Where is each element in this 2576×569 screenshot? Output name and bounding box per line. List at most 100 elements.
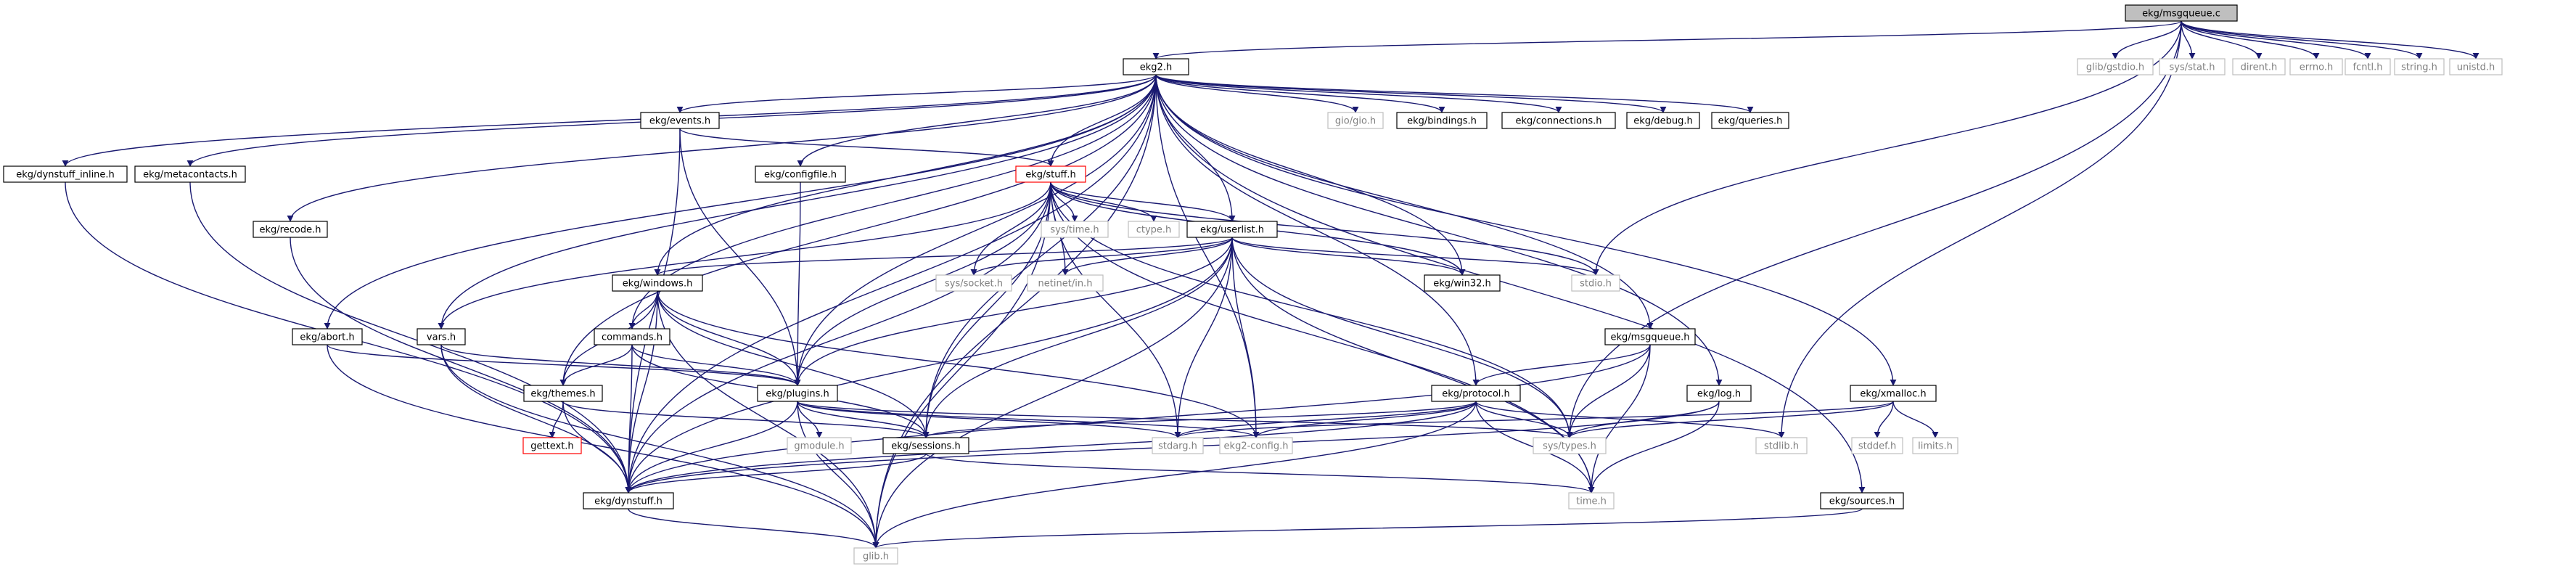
- node-label-sessions: ekg/sessions.h: [891, 441, 960, 452]
- node-gmodule: gmodule.h: [787, 437, 852, 454]
- edge-root-to-glib_gstdio: [2112, 20, 2182, 60]
- node-label-log: ekg/log.h: [1697, 389, 1741, 400]
- node-label-protocol: ekg/protocol.h: [1442, 389, 1510, 400]
- node-configfile[interactable]: ekg/configfile.h: [755, 165, 846, 183]
- edge-ekg2-to-win32: [1155, 74, 1466, 276]
- node-ekg2[interactable]: ekg2.h: [1123, 58, 1189, 75]
- node-userlist[interactable]: ekg/userlist.h: [1186, 221, 1278, 238]
- node-abort[interactable]: ekg/abort.h: [292, 328, 363, 345]
- edge-events-to-dynstuff: [625, 128, 681, 494]
- edge-root-to-ekg2: [1152, 20, 2182, 60]
- node-label-glib: glib.h: [863, 552, 889, 562]
- edge-stuff-to-stdarg: [1050, 181, 1181, 438]
- edge-ekg2-to-userlist: [1155, 74, 1236, 222]
- node-xmalloc[interactable]: ekg/xmalloc.h: [1850, 385, 1937, 402]
- node-label-root: ekg/msgqueue.c: [2142, 9, 2220, 20]
- node-label-sources: ekg/sources.h: [1829, 496, 1895, 507]
- node-stuff: ekg/stuff.h: [1015, 165, 1086, 183]
- edge-windows-to-plugins: [657, 290, 801, 386]
- edge-ekg2-to-ekg2_config: [1155, 74, 1260, 438]
- node-dirent: dirent.h: [2232, 58, 2286, 75]
- node-label-string: string.h: [2401, 62, 2437, 73]
- node-sessions[interactable]: ekg/sessions.h: [882, 437, 969, 454]
- node-queries[interactable]: ekg/queries.h: [1711, 112, 1789, 129]
- edge-root-to-errno: [2181, 20, 2320, 60]
- edge-ekg2-to-windows: [654, 74, 1157, 276]
- node-unistd: unistd.h: [2449, 58, 2503, 75]
- edge-ekg2-to-sources: [1155, 74, 1866, 494]
- edge-ekg2-to-xmalloc: [1155, 74, 1897, 386]
- edge-ekg2-to-configfile: [797, 74, 1157, 167]
- edge-vars-to-plugins: [440, 344, 801, 386]
- edge-userlist-to-windows: [654, 237, 1233, 276]
- node-ctype: ctype.h: [1128, 221, 1180, 238]
- edge-userlist-to-dynstuff: [625, 237, 1233, 494]
- node-stdlib: stdlib.h: [1755, 437, 1808, 454]
- edge-commands-to-themes: [559, 344, 633, 386]
- edge-userlist-to-netinet_in: [1062, 237, 1233, 276]
- node-metacontacts[interactable]: ekg/metacontacts.h: [134, 165, 246, 183]
- node-label-sys-socket: sys/socket.h: [945, 279, 1003, 290]
- node-themes[interactable]: ekg/themes.h: [523, 385, 603, 402]
- node-label-ctype: ctype.h: [1136, 225, 1172, 236]
- node-debug[interactable]: ekg/debug.h: [1626, 112, 1700, 129]
- edge-ekg2-to-themes: [559, 74, 1157, 386]
- node-dynstuff-inline[interactable]: ekg/dynstuff_inline.h: [3, 165, 128, 183]
- edge-userlist-to-win32: [1231, 237, 1466, 276]
- node-label-metacontacts: ekg/metacontacts.h: [143, 170, 237, 181]
- edge-protocol-to-stdlib: [1475, 401, 1785, 438]
- node-protocol[interactable]: ekg/protocol.h: [1431, 385, 1521, 402]
- edge-xmalloc-to-stdarg: [1174, 401, 1894, 438]
- node-connections[interactable]: ekg/connections.h: [1501, 112, 1616, 129]
- node-label-windows: ekg/windows.h: [623, 279, 693, 290]
- node-log[interactable]: ekg/log.h: [1686, 385, 1752, 402]
- edge-protocol-to-dynstuff: [625, 401, 1477, 494]
- edge-protocol-to-glib: [872, 401, 1477, 549]
- node-label-dirent: dirent.h: [2241, 62, 2278, 73]
- node-sys-stat: sys/stat.h: [2159, 58, 2226, 75]
- node-label-limits: limits.h: [1918, 441, 1953, 452]
- edge-abort-to-glib: [327, 344, 879, 549]
- edge-stuff-to-userlist: [1050, 181, 1236, 222]
- node-label-gettext: gettext.h: [530, 441, 573, 452]
- edge-sessions-to-time: [925, 453, 1595, 494]
- edge-sessions-to-dynstuff: [625, 453, 927, 494]
- node-stddef: stddef.h: [1851, 437, 1903, 454]
- node-gettext: gettext.h: [522, 437, 582, 454]
- edge-windows-to-ekg2_config: [657, 290, 1260, 438]
- edge-stuff-to-dynstuff: [625, 181, 1051, 494]
- node-commands[interactable]: commands.h: [594, 328, 670, 345]
- edge-msgqueue_h-to-protocol: [1472, 344, 1651, 386]
- edge-msgqueue_h-to-dynstuff: [625, 344, 1651, 494]
- node-events[interactable]: ekg/events.h: [640, 112, 720, 129]
- node-label-ekg2: ekg2.h: [1140, 62, 1172, 73]
- edge-protocol-to-sessions: [922, 401, 1477, 438]
- edge-ekg2-to-dynstuff: [625, 74, 1157, 494]
- node-label-gmodule: gmodule.h: [794, 441, 844, 452]
- node-recode[interactable]: ekg/recode.h: [253, 221, 328, 238]
- node-bindings[interactable]: ekg/bindings.h: [1396, 112, 1488, 129]
- node-vars[interactable]: vars.h: [417, 328, 466, 345]
- edge-ekg2-to-log: [1155, 74, 1723, 386]
- node-msgqueue-h[interactable]: ekg/msgqueue.h: [1604, 328, 1696, 345]
- edge-themes-to-sessions: [562, 401, 930, 438]
- edge-xmalloc-to-limits: [1892, 401, 1939, 438]
- node-label-connections: ekg/connections.h: [1516, 116, 1602, 127]
- edge-plugins-to-ekg2_config: [797, 401, 1260, 438]
- edge-log-to-sys_types: [1566, 401, 1720, 438]
- node-label-stuff: ekg/stuff.h: [1025, 170, 1076, 181]
- node-label-events: ekg/events.h: [649, 116, 710, 127]
- edge-windows-to-sessions: [657, 290, 930, 438]
- node-plugins[interactable]: ekg/plugins.h: [757, 385, 838, 402]
- edge-metacontacts-to-dynstuff: [189, 181, 632, 494]
- node-win32[interactable]: ekg/win32.h: [1424, 274, 1501, 292]
- node-label-errno: errno.h: [2300, 62, 2334, 73]
- node-ekg2-config: ekg2-config.h: [1219, 437, 1293, 454]
- node-sys-time: sys/time.h: [1041, 221, 1109, 238]
- node-dynstuff[interactable]: ekg/dynstuff.h: [583, 492, 674, 509]
- node-sources[interactable]: ekg/sources.h: [1820, 492, 1904, 509]
- node-windows[interactable]: ekg/windows.h: [612, 274, 703, 292]
- node-glib-gstdio: glib/gstdio.h: [2077, 58, 2154, 75]
- node-sys-socket: sys/socket.h: [935, 274, 1012, 292]
